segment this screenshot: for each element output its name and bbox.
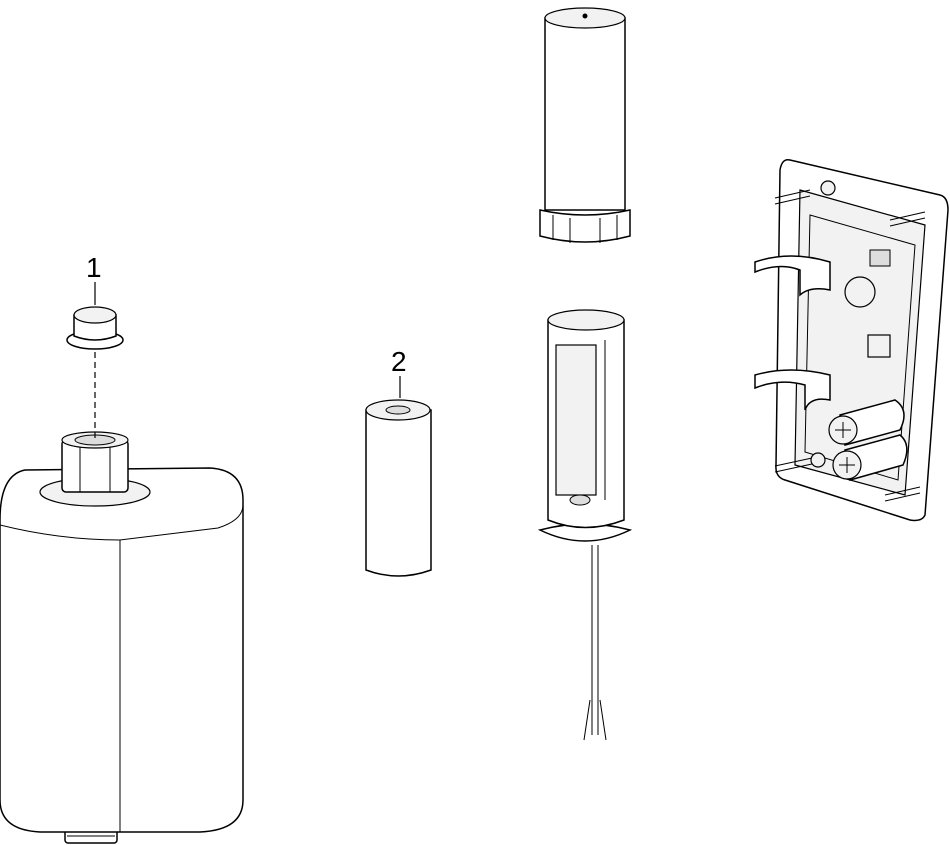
cap-part-1 <box>66 306 124 350</box>
battery-part-2 <box>365 399 432 577</box>
callout-label-2: 2 <box>391 346 407 377</box>
control-board <box>754 158 949 522</box>
callout-label-1: 1 <box>86 252 102 283</box>
screws <box>774 180 926 502</box>
battery-holder <box>537 309 633 741</box>
valve-housing <box>0 431 244 844</box>
batteries-in-board <box>828 399 908 481</box>
battery-cover <box>539 7 631 243</box>
